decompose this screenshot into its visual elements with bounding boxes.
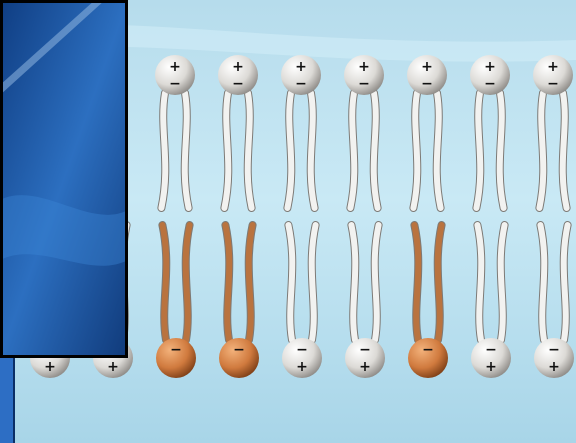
lipid-tail xyxy=(414,225,418,340)
lipid-tail xyxy=(413,93,417,208)
charge-sign-top: − xyxy=(296,342,308,358)
lipid-tail xyxy=(288,225,292,340)
charge-sign-top: + xyxy=(547,59,559,75)
lipid-tail xyxy=(312,225,316,340)
charge-sign-bottom: + xyxy=(107,359,119,375)
charge-sign-top: − xyxy=(233,342,245,358)
lipid-tail xyxy=(248,93,252,208)
lipid-tail xyxy=(225,225,229,340)
charge-sign-top: − xyxy=(170,342,182,358)
lipid-tail xyxy=(477,225,481,340)
charge-sign-top: − xyxy=(422,342,434,358)
charge-sign-bottom: − xyxy=(358,76,370,92)
lipid-tail xyxy=(351,225,355,340)
lipid-tail xyxy=(540,225,544,340)
charge-sign-top: + xyxy=(169,59,181,75)
lipid-tail xyxy=(249,225,253,340)
lipid-tail xyxy=(476,93,480,208)
blue-inset-panel xyxy=(0,0,128,358)
lipid-tail xyxy=(539,93,543,208)
lipid-tail xyxy=(186,225,190,340)
lipid-tail xyxy=(287,93,291,208)
lipid-tail xyxy=(501,225,505,340)
lipid-tail xyxy=(564,225,568,340)
charge-sign-top: + xyxy=(484,59,496,75)
charge-sign-bottom: − xyxy=(484,76,496,92)
charge-sign-bottom: + xyxy=(485,359,497,375)
lipid-tail xyxy=(563,93,567,208)
lipid-tail xyxy=(162,225,166,340)
lipid-tail xyxy=(375,225,379,340)
charge-sign-top: + xyxy=(295,59,307,75)
lipid-tail xyxy=(311,93,315,208)
lipid-tail xyxy=(350,93,354,208)
charge-sign-top: − xyxy=(359,342,371,358)
charge-sign-bottom: + xyxy=(296,359,308,375)
lipid-tail xyxy=(374,93,378,208)
charge-sign-bottom: + xyxy=(359,359,371,375)
charge-sign-top: + xyxy=(358,59,370,75)
charge-sign-top: + xyxy=(232,59,244,75)
charge-sign-bottom: − xyxy=(547,76,559,92)
charge-sign-bottom: + xyxy=(44,359,56,375)
lipid-tail xyxy=(224,93,228,208)
charge-sign-top: − xyxy=(548,342,560,358)
charge-sign-bottom: − xyxy=(169,76,181,92)
left-edge-strip xyxy=(0,358,14,443)
lipid-tail xyxy=(185,93,189,208)
charge-sign-bottom: − xyxy=(421,76,433,92)
charge-sign-top: + xyxy=(421,59,433,75)
lipid-tail xyxy=(500,93,504,208)
lipid-tail xyxy=(437,93,441,208)
lipid-tail xyxy=(161,93,165,208)
charge-sign-bottom: + xyxy=(548,359,560,375)
charge-sign-bottom: − xyxy=(295,76,307,92)
charge-sign-top: − xyxy=(485,342,497,358)
lipid-tail xyxy=(438,225,442,340)
charge-sign-bottom: − xyxy=(232,76,244,92)
